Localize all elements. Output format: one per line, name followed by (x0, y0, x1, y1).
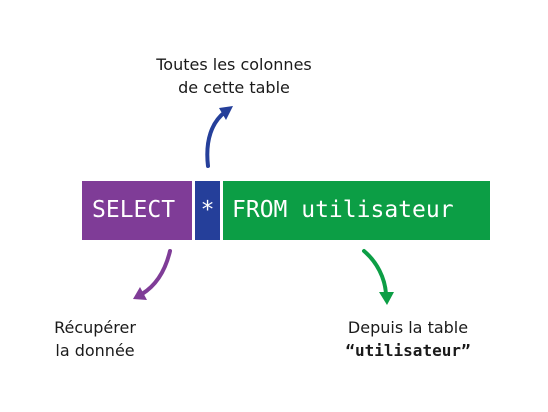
arrow-left-head (133, 287, 147, 300)
label-from-table-line1: Depuis la table (347, 318, 469, 337)
arrow-to-top-label (205, 106, 233, 168)
label-get-data-line1: Récupérer (54, 318, 136, 337)
arrow-right-shaft (362, 249, 388, 296)
label-all-columns-line2: de cette table (178, 78, 290, 97)
arrow-right-head (379, 292, 394, 305)
label-all-columns: Toutes les colonnes de cette table (134, 53, 334, 99)
arrow-top-head (219, 106, 233, 120)
label-from-table-line2: “utilisateur” (345, 341, 471, 360)
label-get-data: Récupérer la donnée (30, 316, 160, 362)
star-wildcard-block: * (195, 181, 220, 240)
arrow-to-left-label (133, 249, 172, 300)
arrow-to-right-label (362, 249, 394, 305)
arrow-top-shaft (205, 110, 227, 168)
select-keyword-block: SELECT (82, 181, 192, 240)
from-table-block: FROM utilisateur (223, 181, 490, 240)
arrow-left-shaft (140, 249, 172, 296)
label-from-table: Depuis la table “utilisateur” (318, 316, 498, 362)
label-all-columns-line1: Toutes les colonnes (156, 55, 312, 74)
label-get-data-line2: la donnée (55, 341, 135, 360)
